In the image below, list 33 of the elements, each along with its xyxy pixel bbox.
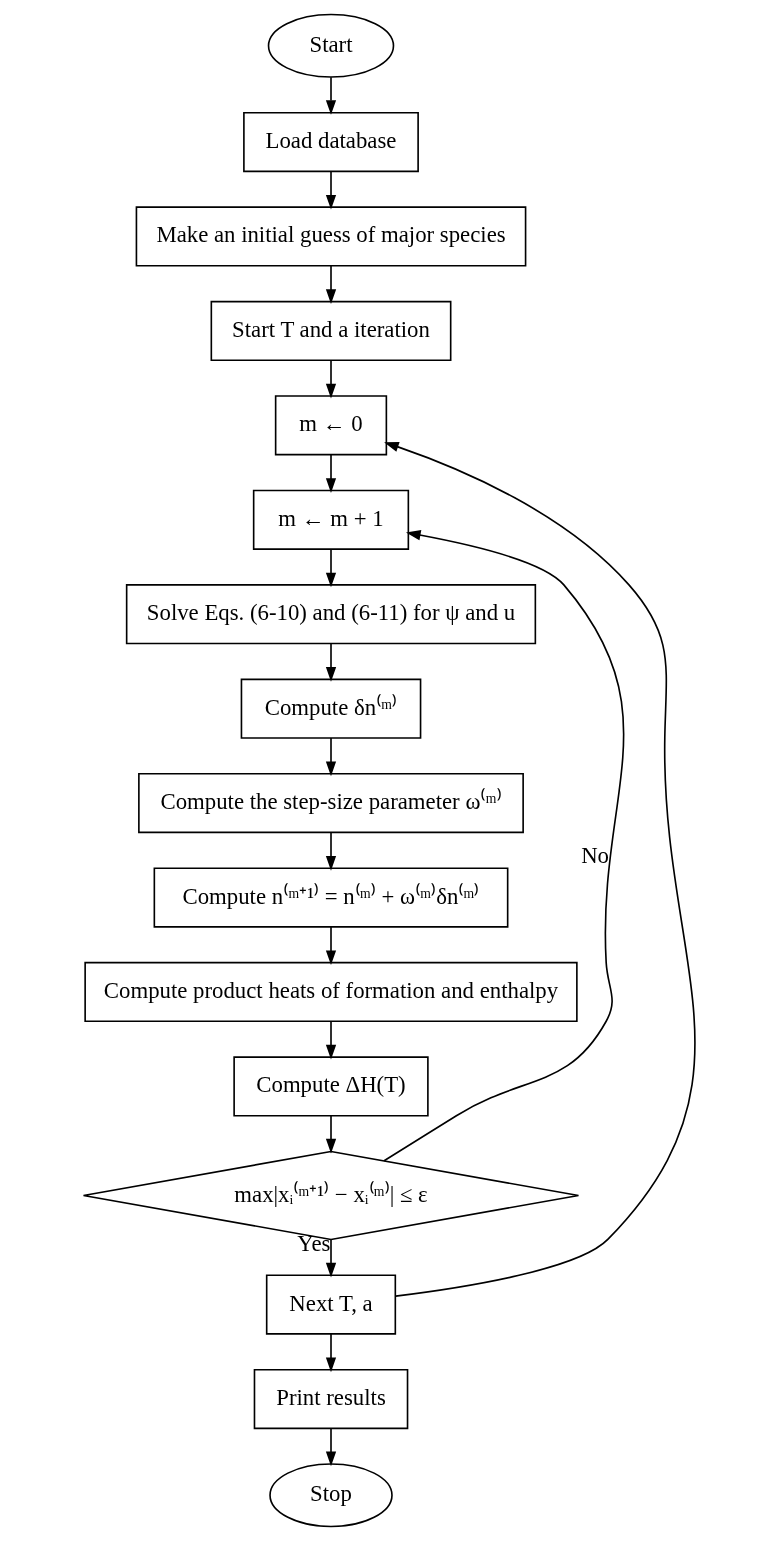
arrow	[325, 170, 336, 210]
arrow	[325, 1115, 336, 1154]
node-box: Compute n⁽ᵐ⁺¹⁾ = n⁽ᵐ⁾ + ω⁽ᵐ⁾δn⁽ᵐ⁾	[153, 867, 508, 928]
node-box: Compute δn⁽ᵐ⁾	[240, 678, 421, 739]
node-ellipse: Start	[267, 13, 394, 78]
node-box: Compute product heats of formation and enthalpy	[83, 961, 578, 1023]
node-box: Load database	[242, 111, 419, 173]
node-box: Make an initial guess of major species	[135, 206, 526, 267]
arrow	[325, 453, 336, 493]
node-ellipse: Stop	[268, 1463, 393, 1528]
arrow	[325, 1020, 336, 1060]
arrow	[325, 548, 336, 588]
arrow	[325, 359, 336, 399]
arrow	[325, 642, 336, 682]
node-box: m ← 0	[274, 395, 387, 456]
edge-label: No	[580, 842, 609, 868]
arrow	[325, 926, 336, 966]
arrow	[325, 1427, 336, 1467]
arrow	[325, 1333, 336, 1373]
node-box: m ← m + 1	[252, 489, 409, 550]
arrow	[325, 737, 336, 777]
node-box: Next T, a	[265, 1274, 396, 1335]
arrow	[325, 265, 336, 305]
arrow	[325, 831, 336, 871]
arrow	[382, 530, 624, 1162]
arrow	[325, 1238, 336, 1278]
arrow	[325, 76, 336, 115]
arrow	[383, 442, 696, 1297]
node-box: Compute ΔH(T)	[232, 1056, 429, 1117]
node-box: Solve Eqs. (6-10) and (6-11) for ψ and u	[125, 584, 536, 645]
node-box: Start T and a iteration	[210, 300, 451, 361]
node-box: Compute the step-size parameter ω⁽ᵐ⁾	[137, 772, 524, 834]
node-box: Print results	[253, 1368, 408, 1430]
